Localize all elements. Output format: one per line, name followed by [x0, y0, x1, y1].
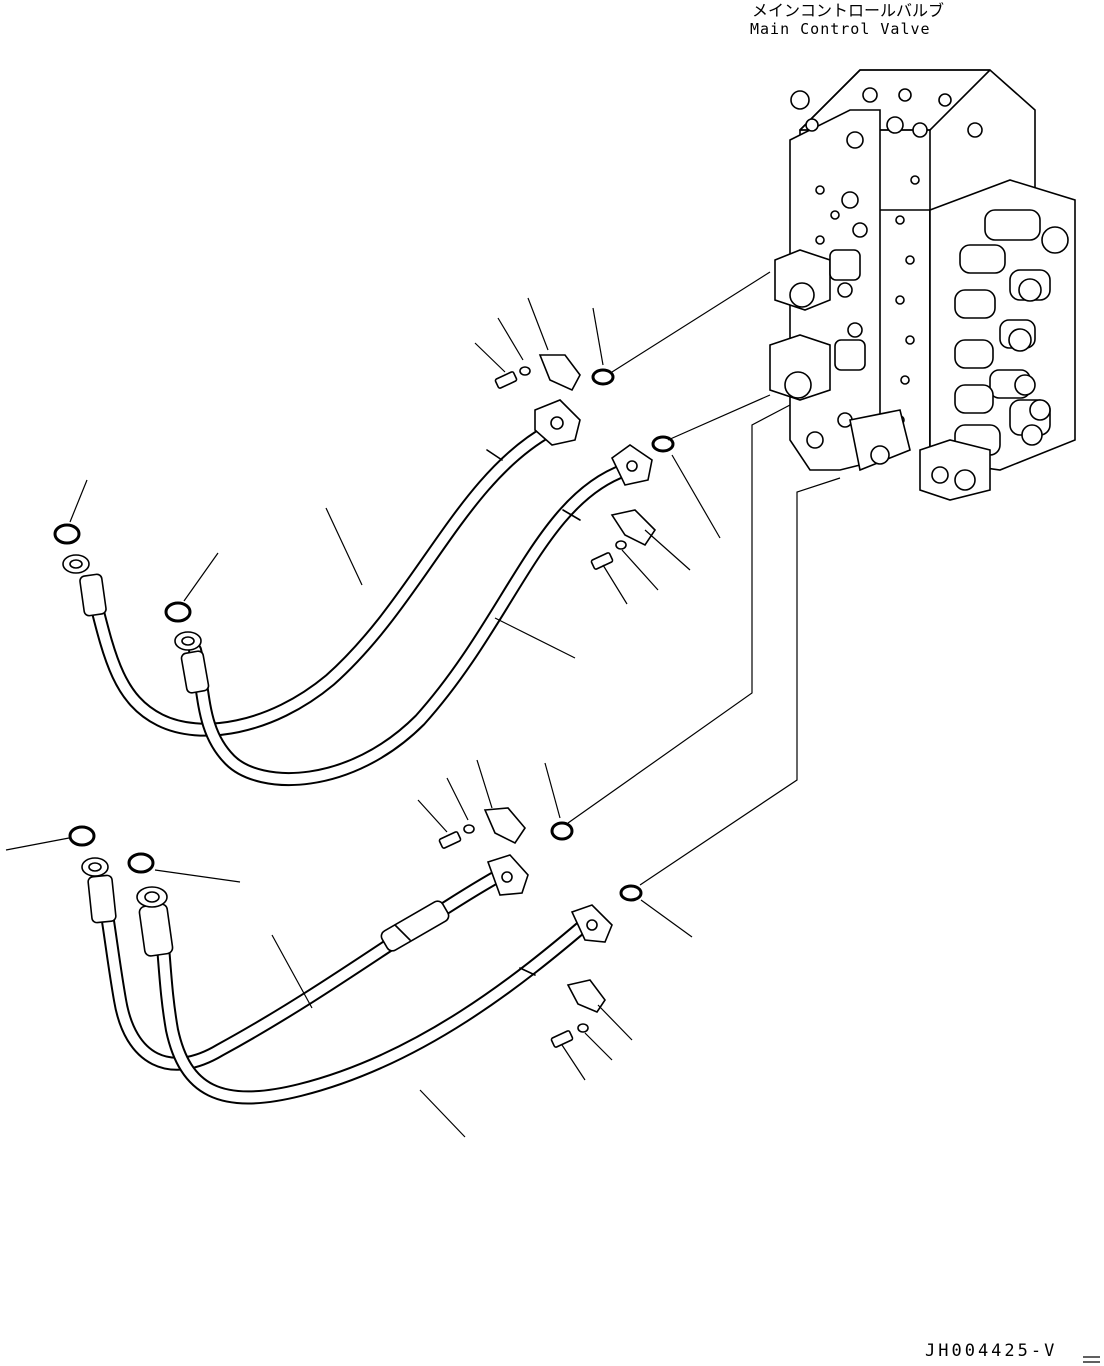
o-ring	[53, 523, 81, 545]
lower-clamp-parts	[5, 759, 693, 1138]
upper-hose-assembly	[62, 399, 653, 786]
main-control-valve	[769, 69, 1076, 501]
o-ring	[164, 601, 192, 623]
title-english: Main Control Valve	[750, 20, 931, 38]
o-ring	[591, 368, 615, 386]
o-ring	[68, 825, 96, 847]
o-ring	[619, 884, 643, 902]
leader-line	[611, 271, 771, 373]
leader-line	[567, 404, 791, 824]
leader-line	[667, 394, 771, 441]
lower-hose-assembly	[81, 854, 613, 1105]
leader-line	[639, 477, 841, 886]
o-ring	[651, 435, 675, 453]
o-ring	[550, 821, 574, 841]
upper-clamp-parts	[53, 297, 721, 659]
drawing-code: JH004425-V	[925, 1341, 1057, 1361]
o-ring	[127, 852, 155, 874]
title-japanese: メインコントロールバルブ	[752, 1, 944, 20]
